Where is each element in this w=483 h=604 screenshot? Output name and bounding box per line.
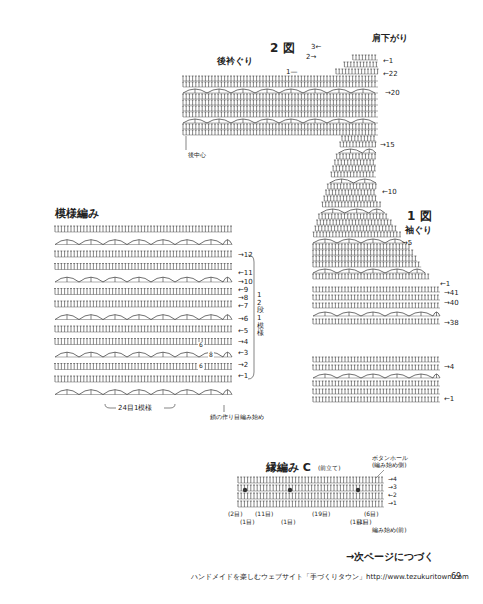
chart-label: (2目) <box>228 511 243 518</box>
chart-label: ←10 <box>382 189 397 197</box>
chart-label: →40 <box>444 300 459 308</box>
chart-label: 69 <box>451 573 461 582</box>
chart-label: →2 <box>238 362 248 370</box>
chart-heading: 模様編み <box>55 208 99 220</box>
chart-label: (1目) <box>240 519 255 526</box>
chart-label: →38 <box>444 320 459 328</box>
chart-label: ←2 <box>388 492 397 499</box>
chart-label: →8 <box>238 295 248 303</box>
chart-label: →15 <box>380 142 395 150</box>
chart-label: ←1 <box>440 281 450 289</box>
chart-label: 6 <box>198 363 204 370</box>
chart-label: ←11 <box>238 270 253 278</box>
chart-label: ←9 <box>238 287 248 295</box>
chart-heading: 2 図 <box>270 42 295 55</box>
chart-label: (前立て) <box>318 465 341 472</box>
chart-label: 2→ <box>306 54 316 62</box>
chart-label: 編み始め(前) <box>372 527 407 534</box>
chart-label: (1目) <box>357 519 372 526</box>
chart-label: (11目) <box>255 511 273 518</box>
chart-heading: 1 図 <box>407 210 432 223</box>
chart-label: ←1 <box>444 396 454 404</box>
edging-chart <box>237 470 384 507</box>
chart-label: 後中心 <box>188 152 206 159</box>
chart-label: →12 <box>238 252 253 260</box>
chart-label: →1 <box>388 500 397 507</box>
chart-label: (6目) <box>364 511 379 518</box>
chart-label: 12段1模様 <box>257 292 264 338</box>
chart-heading: →次ページにつづく <box>346 551 434 562</box>
chart-label: (1目) <box>281 519 296 526</box>
chart-label: →5 <box>402 240 412 248</box>
body-chart <box>182 55 440 402</box>
chart-label: →4 <box>238 339 248 347</box>
chart-label: ←5 <box>238 328 248 336</box>
chart-heading: 後衿ぐり <box>217 57 253 67</box>
chart-label: →20 <box>385 90 400 98</box>
chart-label: →3 <box>388 484 397 491</box>
chart-label: ←1 <box>238 373 248 381</box>
chart-label: ←1 <box>383 58 393 66</box>
chart-label: ←3 <box>238 350 248 358</box>
pattern-chart <box>54 226 254 412</box>
chart-label: →6 <box>238 316 248 324</box>
chart-label: 鎖の作り目編み始め <box>210 414 264 421</box>
chart-label: (19目) <box>312 511 330 518</box>
chart-label: →4 <box>444 364 454 372</box>
chart-label: ←7 <box>238 303 248 311</box>
chart-heading: 肩下がり <box>372 34 408 44</box>
chart-label: 6 <box>198 342 204 349</box>
chart-label: 1— <box>286 69 297 77</box>
chart-heading: 縁編み C <box>266 462 311 474</box>
chart-label: 24目1模様 <box>118 405 152 413</box>
chart-label: →4 <box>388 476 397 483</box>
chart-label: 8 <box>208 352 214 359</box>
chart-label: →41 <box>444 290 459 298</box>
chart-label: ←22 <box>383 71 398 79</box>
chart-label: →10 <box>238 279 253 287</box>
chart-label: 3← <box>311 44 321 52</box>
chart-heading: 袖ぐり <box>405 226 432 236</box>
chart-label: ボタンホール (編み始め側) <box>372 455 412 468</box>
chart-label: ハンドメイドを楽しむウェブサイト「手づくりタウン」http://www.tezu… <box>191 574 469 582</box>
